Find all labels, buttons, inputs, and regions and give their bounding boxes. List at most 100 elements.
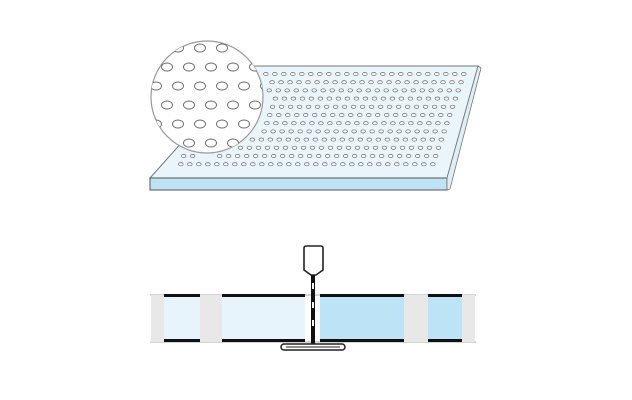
perforation-hole (434, 72, 440, 76)
perforation-hole (300, 145, 307, 150)
perforation-hole (416, 72, 422, 76)
perforation-hole (357, 137, 363, 142)
perforation-hole (270, 154, 277, 158)
perforation-hole (196, 162, 202, 167)
perforation-hole (312, 113, 318, 117)
perforation-hole (225, 154, 232, 158)
perforation-hole (408, 145, 415, 150)
perforation-hole (440, 80, 446, 85)
magnified-hole (227, 62, 239, 72)
perforation-hole (389, 72, 395, 76)
perforation-hole (255, 145, 262, 150)
perforation-hole (381, 145, 388, 150)
panel-black-edges (164, 294, 462, 342)
perforation-hole (180, 154, 187, 158)
perforation-hole (383, 88, 389, 93)
perforation-hole (414, 129, 420, 134)
perforation-hole (417, 121, 423, 126)
perforation-hole (399, 145, 406, 150)
perforation-hole (435, 145, 442, 150)
perforation-hole (232, 162, 238, 167)
perforation-hole (243, 154, 250, 158)
perforation-hole (214, 162, 220, 167)
magnified-hole (238, 119, 250, 129)
perforation-hole (455, 88, 461, 93)
perforation-hole (187, 162, 193, 167)
perforation-hole (330, 113, 336, 117)
perforation-hole (390, 145, 397, 150)
magnified-hole (205, 62, 217, 72)
magnified-hole (194, 119, 206, 129)
perforation-hole (402, 137, 408, 142)
perforation-hole (323, 80, 329, 85)
perforation-hole (393, 113, 399, 117)
perforation-hole (365, 88, 371, 93)
perforation-hole (414, 154, 421, 158)
perforation-holes (178, 72, 467, 167)
perforation-hole (428, 88, 434, 93)
spacer (200, 295, 222, 342)
perforation-hole (223, 162, 229, 167)
perforation-hole (320, 88, 326, 93)
perforation-hole (398, 96, 405, 101)
perforation-hole (342, 129, 348, 134)
perforation-hole (300, 121, 306, 126)
ceiling-section-illustration (150, 245, 476, 351)
magnified-hole (183, 100, 195, 110)
magnified-hole (260, 81, 263, 91)
perforation-hole (404, 104, 411, 109)
perforation-hole (326, 96, 333, 101)
panel-blue (320, 296, 404, 341)
perforation-hole (351, 154, 358, 158)
perforation-hole (422, 80, 428, 85)
perforation-hole (312, 137, 318, 142)
perforation-hole (362, 96, 369, 101)
perforation-hole (362, 72, 368, 76)
perforation-hole (366, 113, 372, 117)
magnified-hole (216, 81, 228, 91)
perforation-hole (299, 72, 305, 76)
perforation-hole (353, 72, 359, 76)
magnified-hole (216, 119, 228, 129)
perforation-hole (277, 162, 283, 167)
perforation-hole (374, 88, 380, 93)
perforation-hole (396, 129, 402, 134)
perforation-hole (390, 121, 396, 126)
perforation-hole (342, 154, 349, 158)
magnified-hole (183, 138, 195, 148)
perforation-hole (318, 121, 324, 126)
perforation-hole (216, 154, 223, 158)
perforation-hole (441, 129, 447, 134)
perforation-hole (347, 88, 353, 93)
magnified-hole (151, 81, 162, 91)
perforation-hole (336, 145, 343, 150)
perforation-hole (389, 96, 396, 101)
perforation-hole (266, 88, 272, 93)
perforation-hole (375, 137, 381, 142)
perforation-hole (354, 121, 360, 126)
perforation-hole (437, 88, 443, 93)
magnified-hole (161, 100, 173, 110)
perforation-hole (356, 88, 362, 93)
perforation-hole (323, 104, 330, 109)
perforation-hole (278, 104, 285, 109)
hanger-rod (303, 245, 324, 345)
perforation-hole (303, 137, 309, 142)
perforation-hole (411, 137, 417, 142)
perforation-hole (384, 113, 390, 117)
perforation-hole (345, 145, 352, 150)
perforation-hole (315, 129, 321, 134)
perforation-hole (309, 145, 316, 150)
perforation-hole (419, 88, 425, 93)
perforation-hole (443, 96, 450, 101)
perforation-hole (294, 137, 300, 142)
perforation-hole (326, 72, 332, 76)
perforation-hole (444, 121, 450, 126)
perforation-hole (403, 162, 409, 167)
perforation-hole (350, 80, 356, 85)
perforation-hole (339, 137, 345, 142)
perforation-hole (354, 145, 361, 150)
perforation-hole (330, 137, 336, 142)
magnified-hole (249, 100, 261, 110)
perforation-hole (273, 145, 280, 150)
